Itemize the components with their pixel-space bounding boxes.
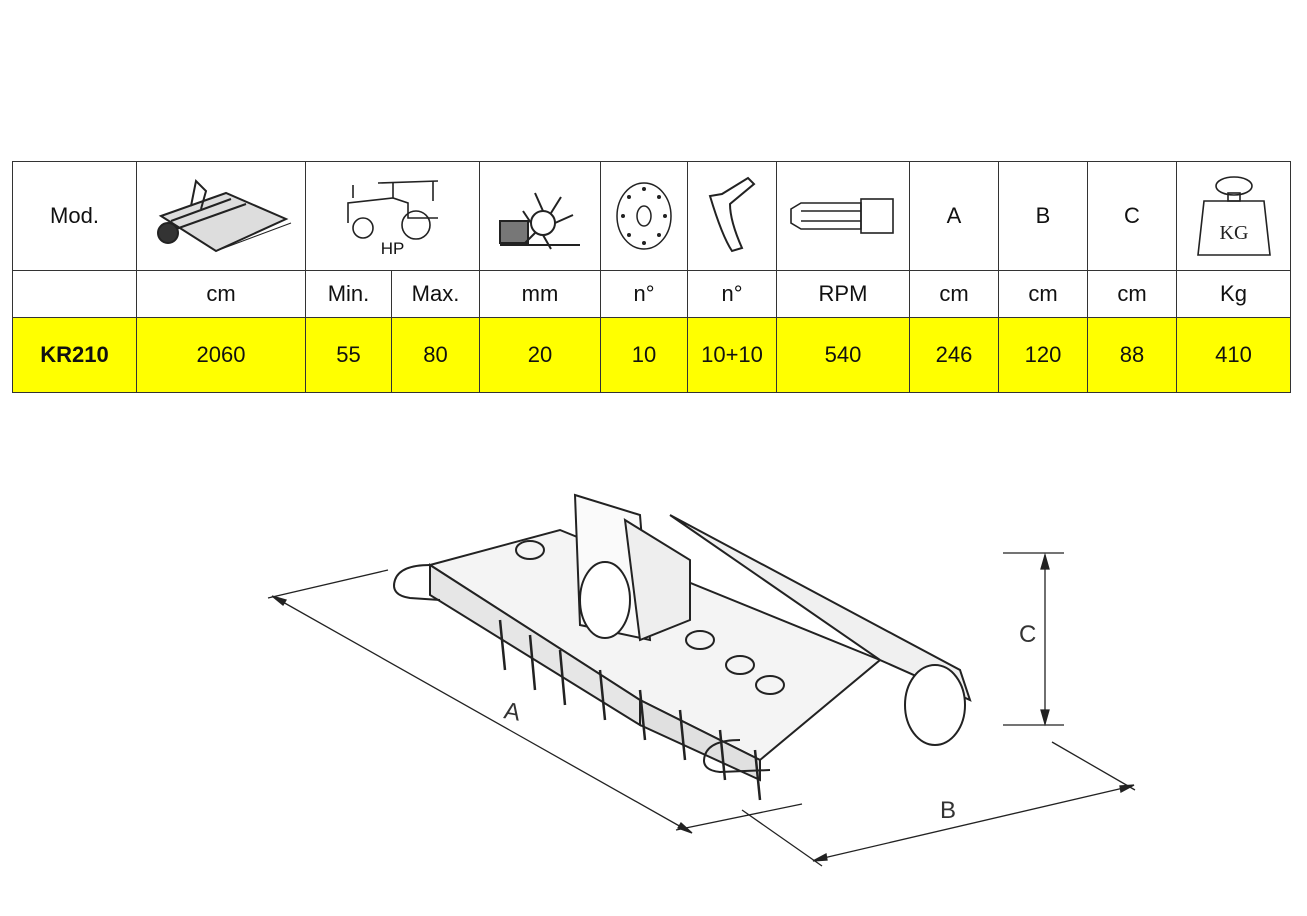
unit-cell: Max. [391,270,480,318]
icon-header-row: Mod. HP A B C [12,161,1291,271]
width-cell: 2060 [136,317,306,393]
dim-b-cell: 120 [998,317,1088,393]
hp-label: HP [380,239,405,258]
dim-c-cell: 88 [1087,317,1177,393]
dimension-a-header: A [909,161,999,271]
dim-a-cell: 246 [909,317,999,393]
rotor-mm-cell: 20 [479,317,601,393]
table-row: KR210 2060 55 80 20 10 10+10 540 246 120… [12,317,1291,393]
dimension-b-label: B [940,797,956,824]
rotor-blades-icon [479,161,601,271]
tractor-icon-cell: HP [305,161,480,271]
dimension-a-label: A [502,697,522,726]
tractor-icon [346,180,438,240]
rotary-tiller-icon [136,161,306,271]
unit-cell: cm [136,270,306,318]
dimension-c-label: C [1019,621,1036,648]
unit-cell: cm [1087,270,1177,318]
dimension-lines [267,552,1136,867]
dimension-b-header: B [998,161,1088,271]
rotors-count-cell: 10 [600,317,688,393]
dimension-c-header: C [1087,161,1177,271]
spec-table: Mod. HP A B C [12,161,1291,393]
weight-cell: 410 [1176,317,1291,393]
blades-count-cell: 10+10 [687,317,777,393]
weight-icon: KG [1176,161,1291,271]
model-header: Mod. [12,161,137,271]
unit-cell: Min. [305,270,392,318]
weight-icon-label: KG [1219,222,1248,244]
power-harrow-illustration [393,493,972,801]
blade-icon [687,161,777,271]
unit-cell: mm [479,270,601,318]
rpm-cell: 540 [776,317,910,393]
unit-cell: Kg [1176,270,1291,318]
hp-max-cell: 80 [391,317,480,393]
model-cell: KR210 [12,317,137,393]
hp-min-cell: 55 [305,317,392,393]
